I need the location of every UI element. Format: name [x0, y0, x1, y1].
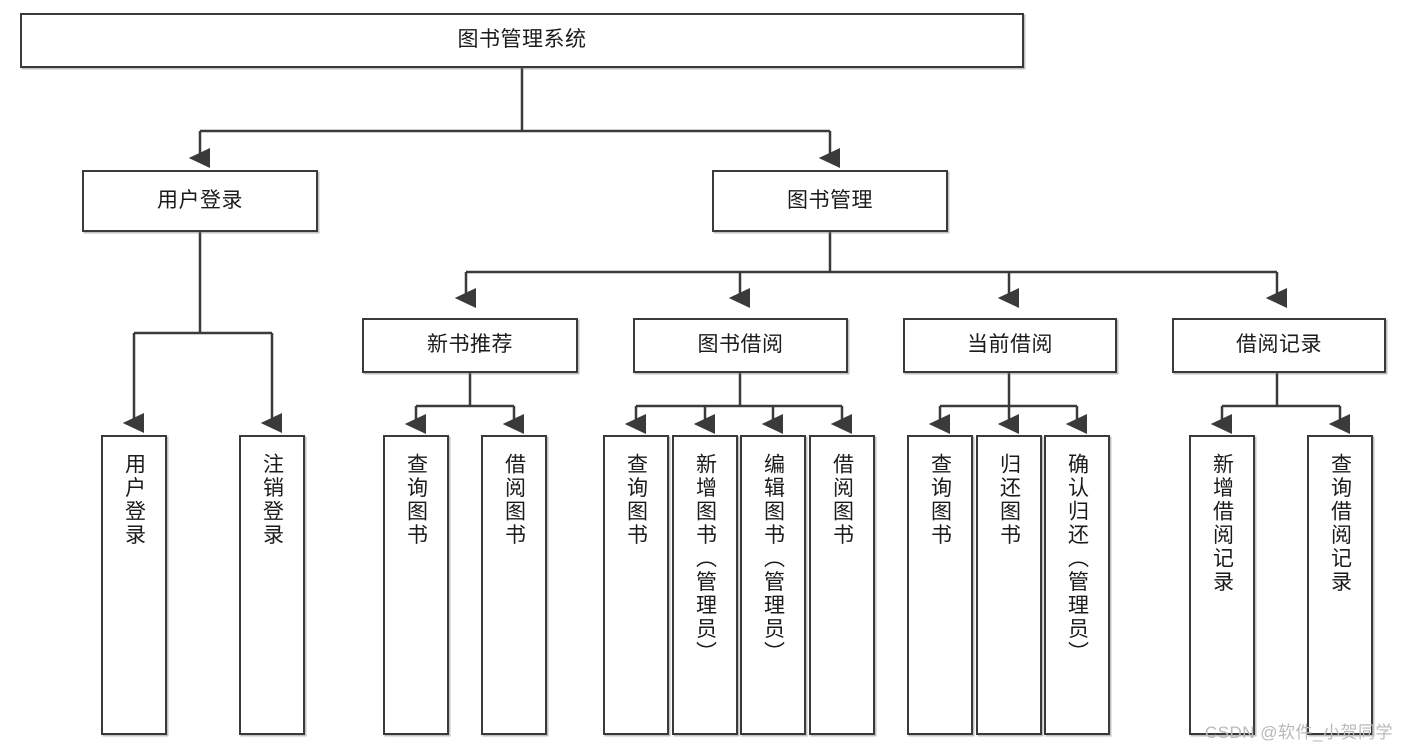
node-book-borrow[interactable]: 图书借阅 [633, 318, 848, 373]
leaf-current-borrow-return-label: 归还图书 [997, 453, 1021, 547]
leaf-borrow-record-add-label: 新增借阅记录 [1210, 453, 1234, 594]
leaf-book-borrow-edit-label: 编辑图书（管理员） [761, 453, 785, 665]
node-new-book-recommend-label: 新书推荐 [427, 333, 513, 357]
node-new-book-recommend[interactable]: 新书推荐 [362, 318, 578, 373]
leaf-new-book-borrow[interactable]: 借阅图书 [481, 435, 547, 735]
leaf-new-book-query[interactable]: 查询图书 [383, 435, 449, 735]
leaf-user-login-signout-label: 注销登录 [260, 453, 284, 547]
node-borrow-record-label: 借阅记录 [1236, 333, 1322, 357]
leaf-book-borrow-add[interactable]: 新增图书（管理员） [672, 435, 738, 735]
leaf-book-borrow-query[interactable]: 查询图书 [603, 435, 669, 735]
node-root[interactable]: 图书管理系统 [20, 13, 1024, 68]
leaf-user-login-signout[interactable]: 注销登录 [239, 435, 305, 735]
leaf-book-borrow-lend-label: 借阅图书 [830, 453, 854, 547]
leaf-current-borrow-confirm-label: 确认归还（管理员） [1065, 453, 1089, 665]
node-book-management-label: 图书管理 [787, 188, 873, 212]
leaf-new-book-query-label: 查询图书 [404, 453, 428, 547]
leaf-borrow-record-query-label: 查询借阅记录 [1328, 453, 1352, 594]
leaf-book-borrow-query-label: 查询图书 [624, 453, 648, 547]
leaf-book-borrow-lend[interactable]: 借阅图书 [809, 435, 875, 735]
node-current-borrow[interactable]: 当前借阅 [903, 318, 1117, 373]
leaf-book-borrow-add-label: 新增图书（管理员） [693, 453, 717, 665]
node-borrow-record[interactable]: 借阅记录 [1172, 318, 1386, 373]
leaf-user-login-signin-label: 用户登录 [122, 453, 146, 547]
leaf-borrow-record-add[interactable]: 新增借阅记录 [1189, 435, 1255, 735]
csdn-watermark: CSDN @软件_小贺同学 [1204, 723, 1393, 742]
leaf-book-borrow-edit[interactable]: 编辑图书（管理员） [740, 435, 806, 735]
node-book-management[interactable]: 图书管理 [712, 170, 948, 232]
node-user-login[interactable]: 用户登录 [82, 170, 318, 232]
node-root-label: 图书管理系统 [457, 28, 587, 52]
leaf-borrow-record-query[interactable]: 查询借阅记录 [1307, 435, 1373, 735]
leaf-current-borrow-confirm[interactable]: 确认归还（管理员） [1044, 435, 1110, 735]
leaf-new-book-borrow-label: 借阅图书 [502, 453, 526, 547]
leaf-current-borrow-query-label: 查询图书 [928, 453, 952, 547]
node-book-borrow-label: 图书借阅 [697, 333, 784, 357]
leaf-user-login-signin[interactable]: 用户登录 [101, 435, 167, 735]
leaf-current-borrow-query[interactable]: 查询图书 [907, 435, 973, 735]
leaf-current-borrow-return[interactable]: 归还图书 [976, 435, 1042, 735]
node-user-login-label: 用户登录 [157, 188, 243, 212]
node-current-borrow-label: 当前借阅 [967, 333, 1053, 357]
